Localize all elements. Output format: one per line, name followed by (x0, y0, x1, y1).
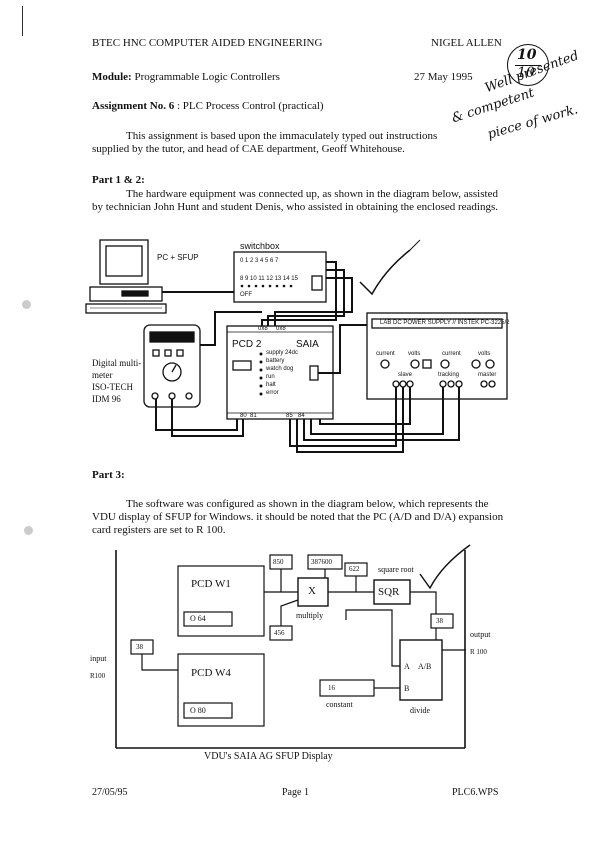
pcd-w4-label: PCD W4 (191, 667, 231, 679)
meter-label-4: IDM 96 (92, 394, 121, 404)
intro-paragraph: This assignment is based upon the immacu… (92, 130, 438, 155)
divide-block (399, 639, 443, 701)
o80-label: O 80 (190, 706, 206, 715)
c38a-label: 38 (136, 643, 143, 651)
meter-label-1: Digital multi- (92, 358, 142, 368)
c16-label: 16 (328, 684, 335, 692)
pcd-bottom-port-1: 80 (240, 413, 247, 419)
output-label: output (470, 630, 491, 639)
pcd-bottom-port-2: 81 (250, 413, 257, 419)
pc-computer (85, 239, 167, 314)
part12-heading: Part 1 & 2: (92, 174, 145, 186)
footer-date: 27/05/95 (92, 787, 128, 798)
psu-label-master: master (478, 372, 497, 378)
margin-mark (22, 6, 23, 36)
c456-label: 456 (274, 629, 285, 637)
module-value: Programmable Logic Controllers (134, 71, 280, 83)
divide-ab-label: A/B (418, 662, 432, 671)
switch-numbers-top: 0 1 2 3 4 5 6 7 (240, 258, 279, 264)
power-supply (366, 312, 508, 400)
o80-box (183, 702, 233, 719)
assignment-title: : PLC Process Control (practical) (176, 100, 324, 112)
module-label: Module: (92, 71, 132, 83)
pcd-bottom-port-4: 84 (298, 413, 305, 419)
c850-label: 850 (273, 558, 284, 566)
constant-label: constant (326, 700, 353, 709)
c622-label: 622 (349, 565, 360, 573)
sqr-label: SQR (378, 586, 400, 598)
software-tick-mark (419, 544, 471, 590)
footer-page: Page 1 (282, 787, 309, 798)
meter-label-2: meter (92, 370, 113, 380)
multimeter (143, 324, 201, 408)
grade-circle: 10 10 (507, 44, 549, 86)
switch-off-label: OFF (240, 292, 252, 298)
divide-label: divide (410, 706, 430, 715)
psu-label-current-2: current (442, 351, 461, 357)
grade-max: 10 (517, 65, 535, 81)
punch-hole-1 (22, 300, 31, 309)
pcd-bottom-port-3: 85 (286, 413, 293, 419)
module-line: Module: Programmable Logic Controllers (92, 71, 280, 83)
o64-box (183, 611, 233, 627)
part3-heading: Part 3: (92, 469, 125, 481)
hardware-tick-mark (359, 249, 411, 296)
author-name: NIGEL ALLEN (431, 37, 502, 49)
footer-file: PLC6.WPS (452, 787, 499, 798)
multiply-label: multiply (296, 611, 324, 620)
status-led-error: error (266, 390, 279, 396)
punch-hole-2 (24, 526, 33, 535)
input-register: R100 (90, 672, 106, 680)
c387600-label: 387600 (311, 558, 332, 566)
pcd-port-a: 0x8 (258, 326, 268, 332)
input-label: input (90, 654, 107, 663)
document-date: 27 May 1995 (414, 71, 473, 83)
assignment-line: Assignment No. 6 : PLC Process Control (… (92, 100, 324, 112)
divide-b-label: B (404, 684, 410, 693)
status-led-watchdog: watch dog (266, 366, 294, 372)
psu-label-volts-2: volts (478, 351, 491, 357)
pc-label: PC + SFUP (157, 253, 199, 262)
part12-paragraph: The hardware equipment was connected up,… (92, 188, 499, 213)
divide-a-label: A (404, 662, 410, 671)
pcd-w4-box (177, 653, 265, 727)
course-title: BTEC HNC COMPUTER AIDED ENGINEERING (92, 37, 323, 49)
switchbox (233, 251, 327, 303)
psu-label-volts-1: volts (408, 351, 421, 357)
output-register: R 100 (470, 648, 487, 656)
saia-label: SAIA (296, 339, 319, 350)
grade-divider (515, 65, 541, 66)
switchbox-label: switchbox (240, 241, 280, 251)
pcd-port-b: 0x8 (276, 326, 286, 332)
square-root-label: square root (378, 565, 414, 574)
psu-title: LAB DC POWER SUPPLY // INSTEK PC-3225/2 (380, 320, 510, 326)
psu-label-slave: slave (398, 372, 413, 378)
part3-paragraph: The software was configured as shown in … (92, 498, 504, 536)
psu-label-tracking: tracking (438, 372, 460, 378)
pcd-w1-label: PCD W1 (191, 578, 231, 590)
psu-label-current-1: current (376, 351, 395, 357)
status-led-supply: supply 24dc (266, 350, 299, 356)
c38b-label: 38 (436, 617, 443, 625)
switch-numbers-bottom: 8 9 10 11 12 13 14 15 (240, 276, 298, 282)
hardware-tick-mark-2 (409, 239, 421, 251)
c38b-box (430, 613, 454, 629)
pcd2-label: PCD 2 (232, 339, 262, 350)
vdu-caption: VDU's SAIA AG SFUP Display (204, 751, 333, 762)
status-led-halt: halt (266, 382, 276, 388)
status-led-run: run (266, 374, 275, 380)
wiring (155, 261, 460, 453)
o64-label: O 64 (190, 614, 206, 623)
meter-label-3: ISO-TECH (92, 382, 133, 392)
multiply-symbol: X (308, 585, 316, 597)
grade-score: 10 (517, 47, 537, 63)
assignment-label: Assignment No. 6 (92, 100, 175, 112)
pcd-w1-box (177, 565, 265, 637)
status-led-battery: battery (266, 358, 285, 364)
